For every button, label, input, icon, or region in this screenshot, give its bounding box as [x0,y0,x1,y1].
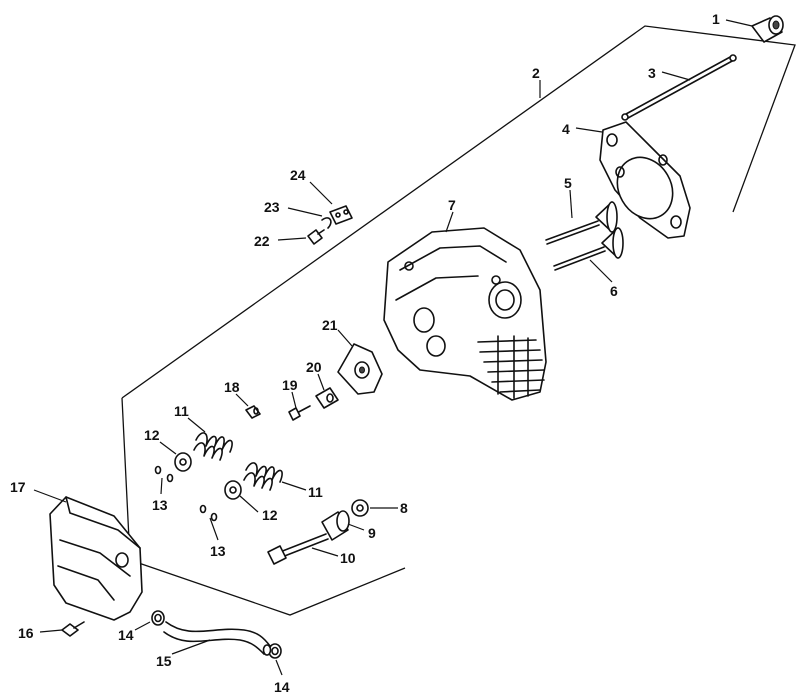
callout-12-upper: 12 [144,427,160,443]
callout-14-upper: 14 [118,627,134,643]
part-10-bolt [267,533,329,565]
assembly-frame [121,25,796,616]
callout-17: 17 [10,479,26,495]
part-18-nut [245,405,261,419]
part-1-sleeve [751,15,784,43]
part-5-valve [545,201,618,245]
callout-24: 24 [290,167,306,183]
part-9-spacer [321,510,350,541]
callout-13-lower: 13 [210,543,226,559]
part-17-valve-cover [49,496,143,621]
callout-3: 3 [648,65,656,81]
part-21-rocker-arm [337,343,383,395]
part-12-retainer-upper [174,452,192,472]
part-24-plate [329,205,353,225]
callout-20: 20 [306,359,322,375]
callout-11-upper: 11 [174,403,189,419]
callout-13-upper: 13 [152,497,168,513]
part-11-spring-upper [193,432,233,461]
part-23-clip [321,217,332,229]
callout-8: 8 [400,500,408,516]
part-13-keepers-upper [154,465,174,483]
leader-lines [33,19,753,676]
part-19-adjust-screw [288,405,311,421]
callout-15: 15 [156,653,172,669]
callout-23: 23 [264,199,280,215]
part-7-cylinder-head [383,227,547,401]
part-16-screw [61,621,85,637]
part-22-screw [307,229,325,245]
callout-2: 2 [532,65,540,81]
callout-18: 18 [224,379,240,395]
part-8-washer [351,499,369,517]
part-11-spring-lower [243,462,283,491]
part-15-breather-hose [163,621,272,656]
callout-7: 7 [448,197,456,213]
callout-6: 6 [610,283,618,299]
callout-12-lower: 12 [262,507,278,523]
callout-22: 22 [254,233,270,249]
part-3-push-rod [621,54,737,121]
part-14-clamp-upper [151,610,165,626]
callout-10: 10 [340,550,356,566]
part-6-valve [553,227,624,271]
callout-9: 9 [368,525,376,541]
part-13-keepers-lower [199,504,218,522]
part-12-retainer-lower [224,480,242,500]
part-4-head-gasket [599,121,691,239]
callout-1: 1 [712,11,720,27]
callout-4: 4 [562,121,570,137]
callout-19: 19 [282,377,298,393]
callout-14-lower: 14 [274,679,290,695]
part-20-pivot [315,387,339,409]
callout-21: 21 [322,317,338,333]
callout-5: 5 [564,175,572,191]
callout-11-lower: 11 [308,484,323,500]
callout-16: 16 [18,625,34,641]
callout-labels: 1 2 3 4 5 6 7 8 9 10 11 11 12 12 13 13 1… [10,11,720,695]
